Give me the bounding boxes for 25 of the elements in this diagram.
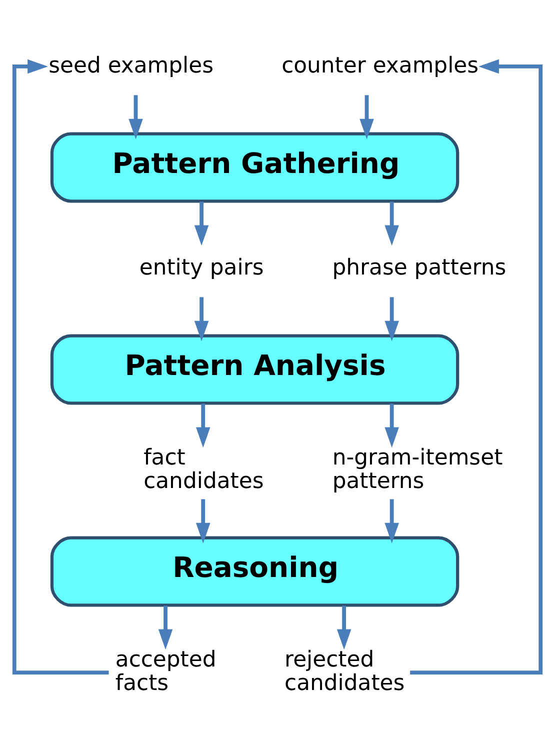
node-text: seed examples [48,52,214,78]
arrow [384,403,399,448]
node-text: counter examples [282,52,479,78]
node-text: accepted facts [115,647,216,696]
node-box: Pattern Gathering [50,132,460,202]
arrow [12,58,109,674]
arrow [384,498,399,543]
node-box: Pattern Analysis [50,334,460,404]
arrow [384,201,399,246]
node-text: entity pairs [139,254,264,280]
arrow [194,201,209,246]
arrow [410,58,543,674]
node-box: Reasoning [50,536,460,606]
arrow [158,605,173,650]
arrow [196,403,210,448]
arrow [128,94,143,139]
arrow [196,498,210,543]
arrow [194,296,209,341]
node-text: phrase patterns [332,254,506,280]
arrow [384,296,399,341]
arrow [360,94,374,139]
arrow [336,605,352,650]
node-text: rejected candidates [284,647,405,696]
node-text: fact candidates [144,445,264,494]
node-text: n-gram-itemset patterns [332,445,503,494]
